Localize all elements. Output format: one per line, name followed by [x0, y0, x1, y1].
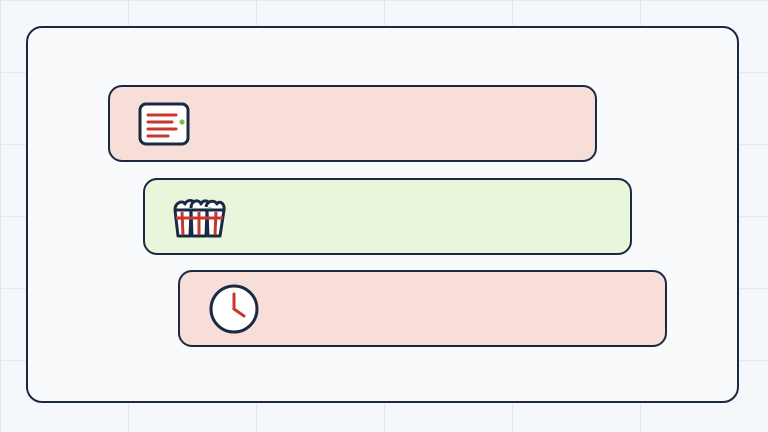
- row-bar-popcorn: [143, 178, 632, 255]
- row-bar-document: [108, 85, 597, 162]
- popcorn-icon: [173, 199, 226, 238]
- clock-icon: [209, 284, 259, 334]
- row-bar-clock: [178, 270, 667, 347]
- document-list-icon: [138, 102, 190, 146]
